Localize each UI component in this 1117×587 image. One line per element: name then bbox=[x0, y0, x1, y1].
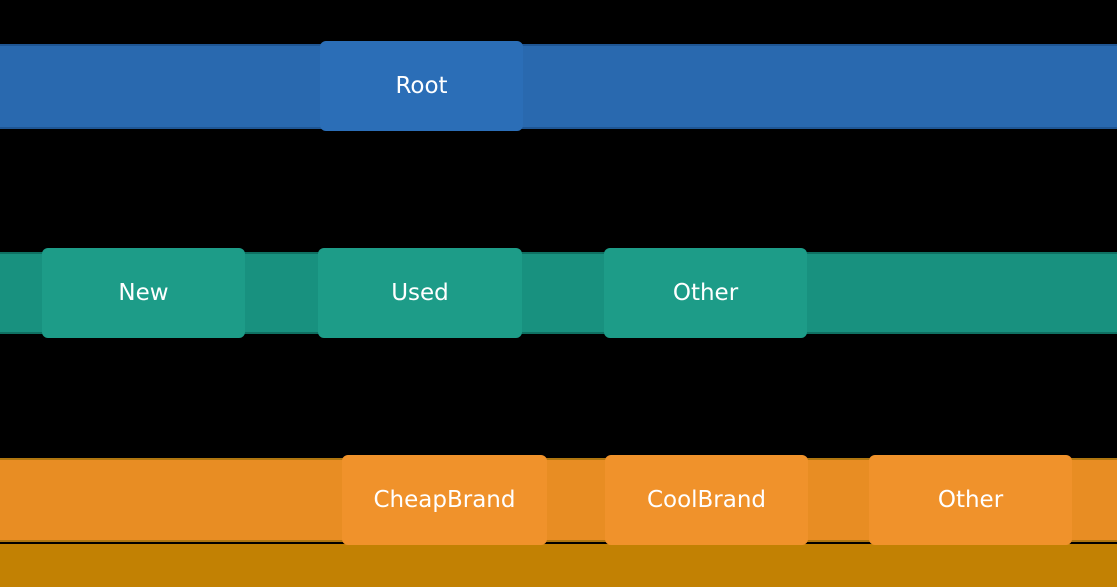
node-used-label: Used bbox=[391, 280, 449, 306]
node-new[interactable]: New bbox=[42, 248, 245, 338]
node-other-brand[interactable]: Other bbox=[869, 455, 1072, 545]
node-root[interactable]: Root bbox=[320, 41, 523, 131]
node-other-type[interactable]: Other bbox=[604, 248, 807, 338]
node-other-type-label: Other bbox=[672, 280, 739, 306]
node-coolbrand-label: CoolBrand bbox=[646, 487, 767, 513]
node-cheapbrand-label: CheapBrand bbox=[373, 487, 516, 513]
level-band-leaf bbox=[0, 544, 1117, 587]
node-other-brand-label: Other bbox=[937, 487, 1004, 513]
node-cheapbrand[interactable]: CheapBrand bbox=[342, 455, 547, 545]
node-coolbrand[interactable]: CoolBrand bbox=[605, 455, 808, 545]
node-new-label: New bbox=[118, 280, 169, 306]
node-used[interactable]: Used bbox=[318, 248, 522, 338]
level-band-root bbox=[0, 44, 1117, 129]
node-root-label: Root bbox=[395, 73, 448, 99]
